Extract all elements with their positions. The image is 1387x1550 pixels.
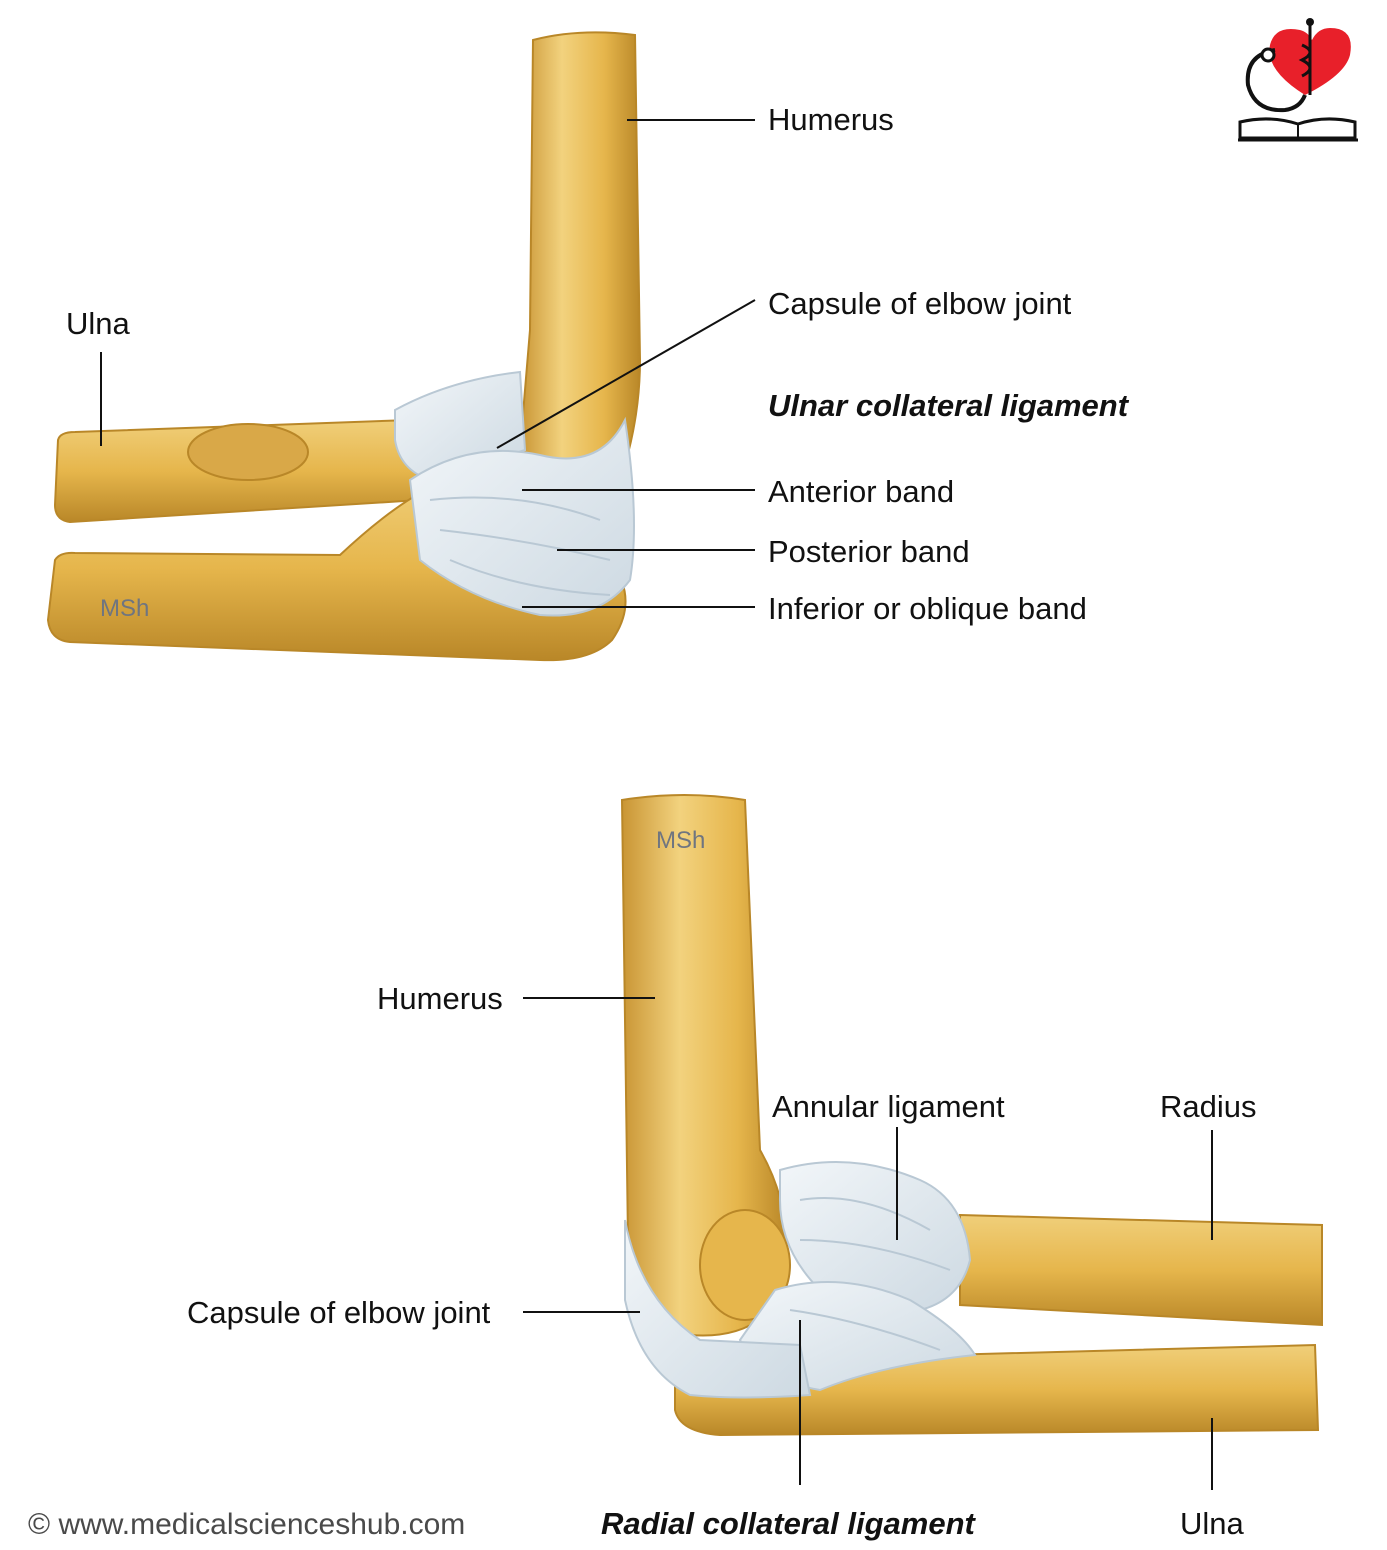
label-bottom-capsule: Capsule of elbow joint [187, 1295, 491, 1330]
title-bottom-radial-collateral: Radial collateral ligament [601, 1506, 975, 1541]
title-top-ulnar-collateral: Ulnar collateral ligament [768, 388, 1129, 423]
heart-stethoscope-book-logo [1238, 18, 1358, 142]
label-top-oblique-band: Inferior or oblique band [768, 591, 1087, 626]
label-bottom-annular: Annular ligament [772, 1089, 1005, 1124]
label-top-ulna: Ulna [66, 306, 130, 341]
copyright-credit: © www.medicalscienceshub.com [28, 1508, 466, 1541]
label-bottom-ulna: Ulna [1180, 1506, 1244, 1541]
watermark-top: MSh [100, 595, 150, 622]
leader-top-capsule [496, 299, 756, 449]
bottom-humerus-capitulum [699, 1209, 791, 1321]
label-top-anterior-band: Anterior band [768, 474, 955, 509]
label-top-posterior-band: Posterior band [768, 534, 970, 569]
label-bottom-humerus: Humerus [377, 981, 503, 1016]
top-view-drawing [46, 31, 756, 662]
bottom-capsule-ligament [624, 1219, 812, 1399]
label-top-capsule: Capsule of elbow joint [768, 286, 1072, 321]
bottom-view-drawing [523, 794, 1323, 1490]
label-top-humerus: Humerus [768, 102, 894, 137]
watermark-bottom: MSh [656, 827, 706, 854]
bottom-radius-bone [959, 1213, 1323, 1327]
label-bottom-radius: Radius [1160, 1089, 1257, 1124]
top-ulna-tuberosity [187, 423, 309, 481]
